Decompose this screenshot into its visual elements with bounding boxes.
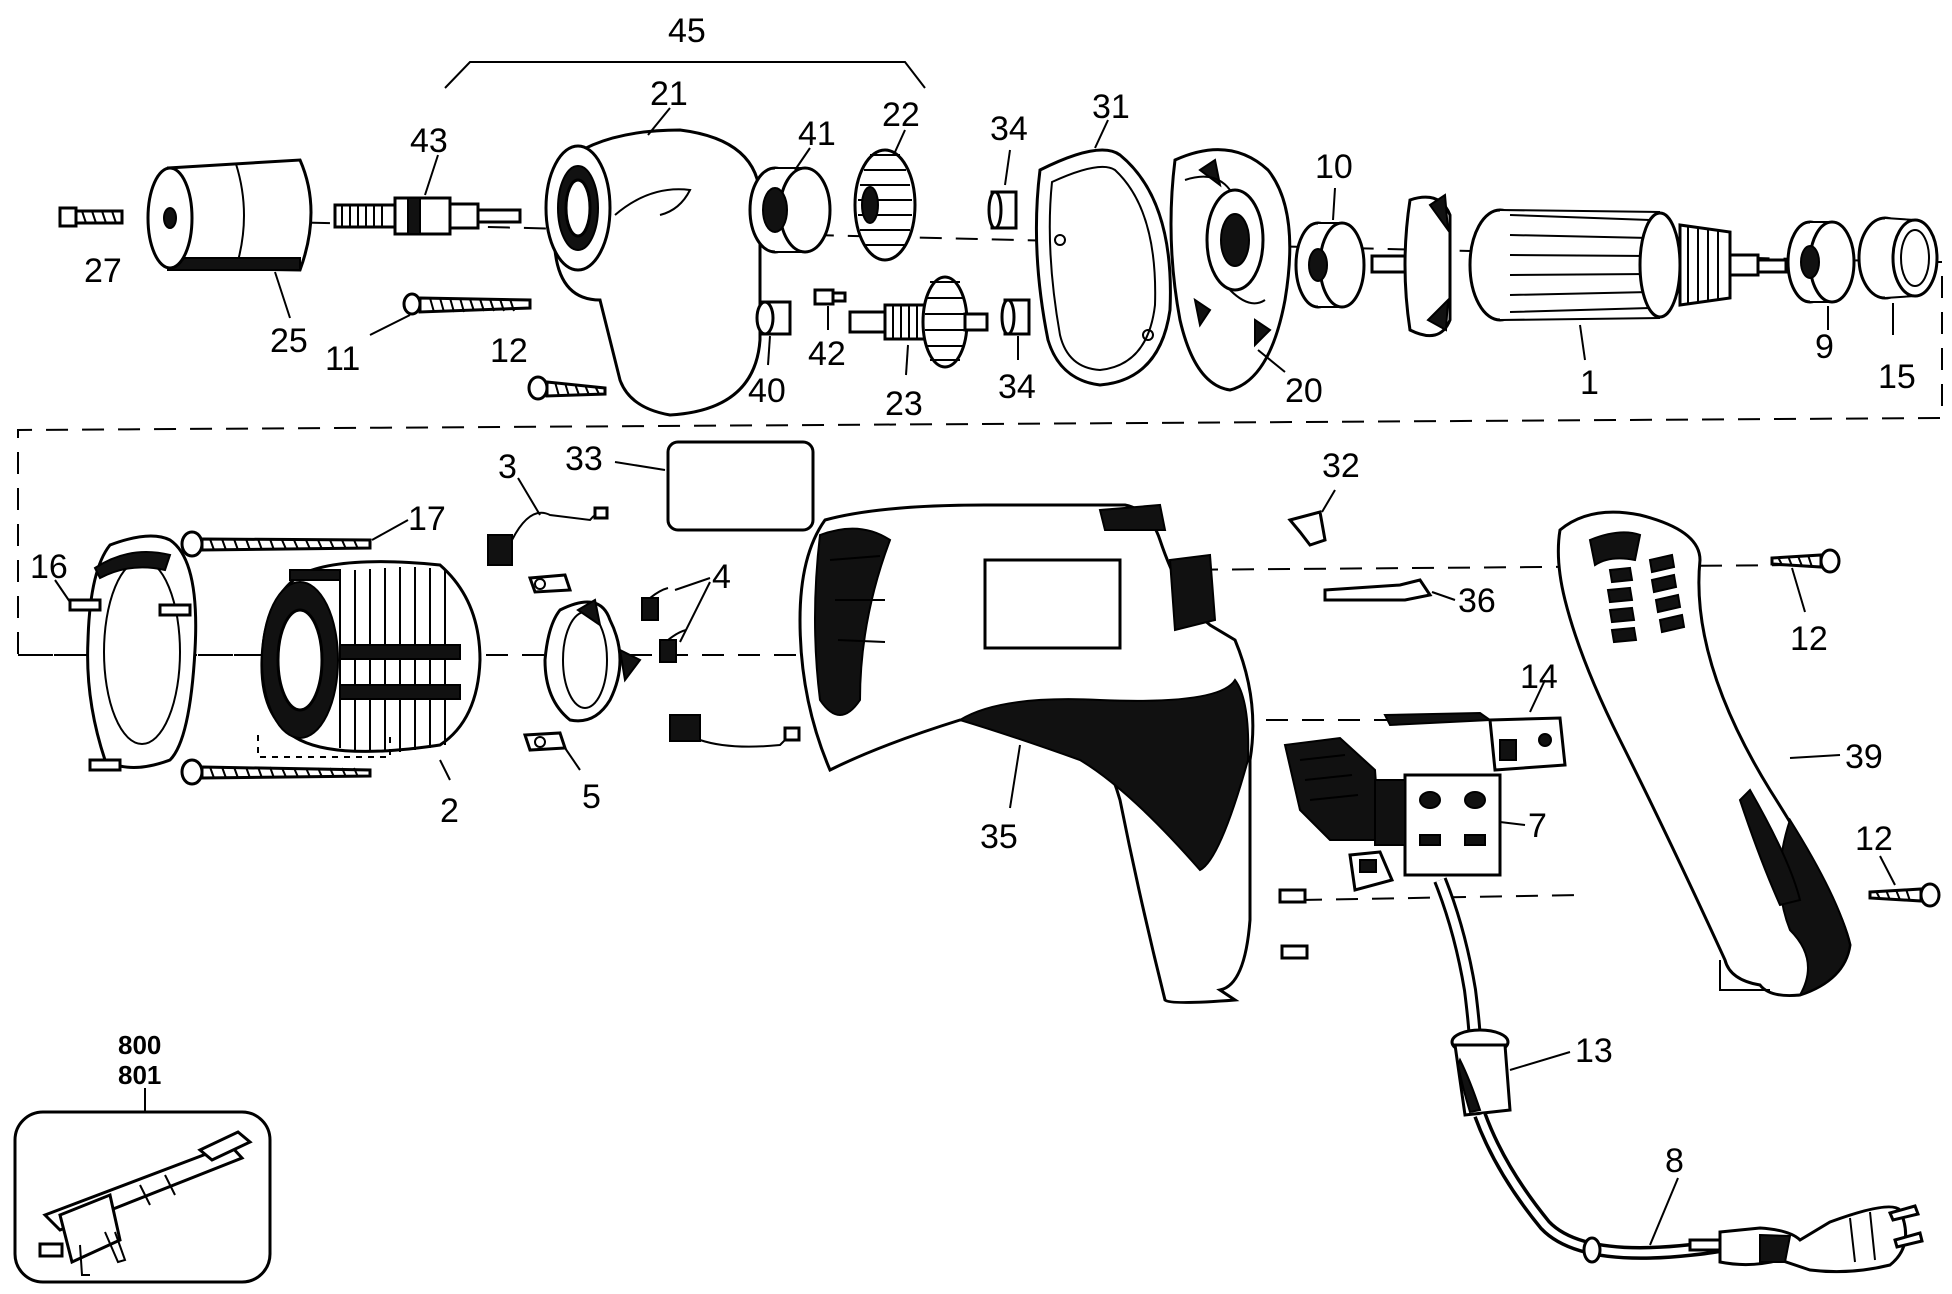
part-36-terminal <box>1323 578 1433 602</box>
part-3-brush <box>487 506 609 566</box>
label-25: 25 <box>270 322 308 360</box>
label-34-bottom: 34 <box>998 368 1036 406</box>
label-12-top: 12 <box>490 332 528 370</box>
part-31-gasket <box>1034 148 1172 387</box>
label-12-right-upper: 12 <box>1790 620 1828 658</box>
label-9: 9 <box>1815 328 1834 366</box>
label-15: 15 <box>1878 358 1916 396</box>
label-45: 45 <box>668 12 706 50</box>
part-8-cord-plug <box>1473 1112 1924 1274</box>
part-10-bearing <box>1294 221 1366 309</box>
part-14-switch-lock <box>1383 711 1567 772</box>
label-34-top: 34 <box>990 110 1028 148</box>
label-13: 13 <box>1575 1032 1613 1070</box>
part-12-screw-right-upper <box>1770 548 1841 574</box>
label-22: 22 <box>882 96 920 134</box>
part-17-screw-bottom <box>180 758 372 786</box>
part-13-strain-relief <box>1433 877 1512 1117</box>
part-20-bearing-plate <box>1169 148 1292 392</box>
label-2: 2 <box>440 792 459 830</box>
label-42: 42 <box>808 335 846 373</box>
part-35-motor-housing <box>798 503 1309 1004</box>
label-36: 36 <box>1458 582 1496 620</box>
part-brush-lower <box>669 714 801 748</box>
label-43: 43 <box>410 122 448 160</box>
label-801: 801 <box>118 1060 161 1090</box>
part-5-clips <box>522 573 573 752</box>
label-41: 41 <box>798 115 836 153</box>
part-32-clip <box>1287 510 1327 547</box>
part-25-chuck <box>146 158 313 272</box>
part-39-handle-half <box>1556 510 1852 997</box>
label-800: 800 <box>118 1030 161 1060</box>
part-33-nameplate <box>666 440 815 532</box>
label-33: 33 <box>565 440 603 478</box>
label-20: 20 <box>1285 372 1323 410</box>
label-12-right-lower: 12 <box>1855 820 1893 858</box>
part-16-baffle-ring <box>68 534 198 772</box>
part-34-sleeve-top <box>987 190 1018 230</box>
part-34-sleeve-bottom <box>1000 298 1031 336</box>
label-10: 10 <box>1315 148 1353 186</box>
label-39: 39 <box>1845 738 1883 776</box>
label-3: 3 <box>498 448 517 486</box>
part-7-switch <box>1283 736 1502 892</box>
label-8: 8 <box>1665 1142 1684 1180</box>
part-40-sleeve <box>755 300 792 336</box>
part-800-801-accessory-inset <box>13 1110 272 1284</box>
axis-line-lower <box>1299 894 1581 901</box>
label-5: 5 <box>582 778 601 816</box>
part-27-screw <box>58 206 124 228</box>
axis-line-handle <box>1159 564 1801 571</box>
label-23: 23 <box>885 385 923 423</box>
part-23-gear-shaft <box>848 275 989 369</box>
label-16: 16 <box>30 548 68 586</box>
part-17-screw-top <box>180 530 372 558</box>
part-12-screw-top <box>527 375 607 401</box>
label-11: 11 <box>325 340 360 378</box>
label-1: 1 <box>1580 364 1599 402</box>
part-2-field-assembly <box>257 560 482 758</box>
label-21: 21 <box>650 75 688 113</box>
label-31: 31 <box>1092 88 1130 126</box>
label-17: 17 <box>408 500 446 538</box>
part-1-armature <box>1370 193 1788 338</box>
label-40: 40 <box>748 372 786 410</box>
part-12-screw-right-lower <box>1868 882 1941 908</box>
part-11-screw <box>402 292 532 316</box>
label-27: 27 <box>84 252 122 290</box>
part-brush-holder-ring <box>543 598 642 723</box>
part-43-spindle <box>333 196 522 236</box>
label-7: 7 <box>1528 807 1547 845</box>
part-41-bearing <box>748 166 832 254</box>
part-4-brush-springs <box>641 587 687 663</box>
label-32: 32 <box>1322 447 1360 485</box>
label-35: 35 <box>980 818 1018 856</box>
part-21-gear-case <box>544 128 762 417</box>
part-22-gear <box>853 148 917 262</box>
part-9-bearing <box>1786 220 1856 304</box>
label-14: 14 <box>1520 658 1558 696</box>
label-4: 4 <box>712 558 731 596</box>
bracket-45 <box>444 61 926 89</box>
part-15-bearing-cap <box>1857 216 1939 300</box>
part-42-pin <box>813 288 847 306</box>
